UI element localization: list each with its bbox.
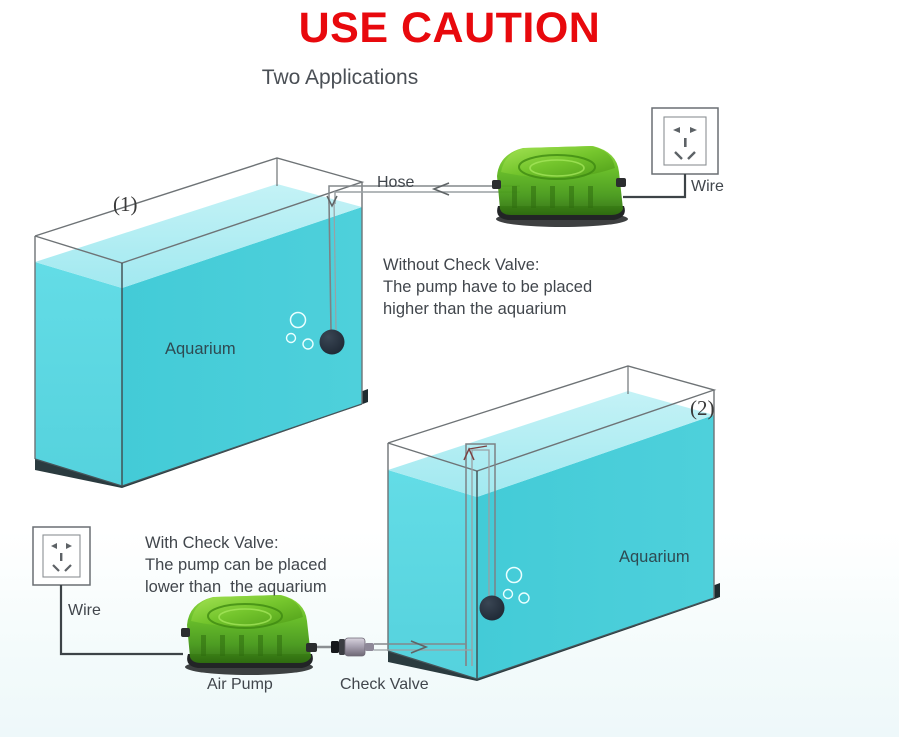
diagram-1-number: (1) [113, 192, 138, 216]
pump-1-dial-inner [529, 159, 585, 177]
check-valve-nozzle [365, 643, 374, 651]
hose-1-down-arrow [326, 195, 338, 208]
outlet-2-slot-diag-left-icon [52, 564, 60, 572]
wall-outlet-1[interactable] [651, 107, 719, 175]
tank-2-flow-arrow-tick [468, 445, 488, 450]
caption-1-line-1: Without Check Valve: [383, 256, 540, 274]
pump-1-outlet-nozzle [616, 178, 626, 187]
caption-2-line-1: With Check Valve: [145, 534, 279, 552]
air-stone-1 [319, 329, 345, 355]
bubble-large-2 [505, 566, 523, 584]
tank-2-hose-outer [465, 443, 496, 666]
check-valve-barrel [344, 637, 366, 657]
outlet-2-slot-diag-right-icon [64, 564, 72, 572]
pump-2-dial [207, 603, 283, 629]
outlet-1-slot-diag-right-icon [687, 151, 696, 160]
check-valve[interactable] [317, 637, 374, 657]
hose-1-label: Hose [377, 174, 415, 191]
hose-1-inner [334, 191, 520, 204]
outlet-1-slot-right-icon [690, 127, 697, 133]
bubble-small-3 [502, 588, 514, 600]
outlet-1-slot-left-icon [673, 127, 680, 133]
check-valve-collar [339, 639, 345, 655]
outlet-2-slot-left-icon [51, 543, 57, 549]
pump-1-hose-nozzle [492, 180, 501, 189]
page-subtitle: Two Applications [261, 66, 419, 89]
check-valve-label: Check Valve [340, 676, 429, 693]
pump-2-dial-inner [218, 608, 272, 626]
air-pump-2[interactable] [181, 595, 317, 675]
tank-1-airline [328, 199, 332, 331]
hose-1-flow-arrow [431, 182, 450, 196]
hose-2-outer [374, 643, 467, 666]
pump-1-dial [518, 154, 596, 180]
bubble-small-1 [285, 332, 297, 344]
tank-2-water-side [477, 415, 714, 679]
air-stone-2 [479, 595, 505, 621]
tank-1-water-side [122, 207, 362, 486]
outlet-1-slot-center-icon [684, 138, 687, 147]
wall-outlet-2[interactable] [32, 526, 91, 586]
bubble-small-4 [518, 592, 530, 604]
page-title: USE CAUTION [298, 4, 601, 52]
hose-1 [326, 182, 520, 208]
pump-1-top-highlight [501, 146, 615, 178]
hose-2-flow-arrow [410, 640, 429, 654]
pump-2-wire-nozzle [181, 628, 190, 637]
pump-2-outlet-nozzle [306, 643, 317, 652]
tank-2-label: Aquarium [619, 548, 690, 566]
outlet-1-slot-diag-left-icon [674, 151, 683, 160]
caption-2-line-3: lower than the aquarium [145, 578, 327, 596]
outlet-2-slot-center-icon [60, 553, 63, 561]
hose-2-inner [374, 649, 473, 666]
aquarium-1 [34, 157, 368, 488]
tank-2-hose-inner [471, 449, 490, 666]
wire-2-label: Wire [68, 602, 101, 619]
tank-1-airline-2 [333, 199, 337, 331]
air-pump-1[interactable] [492, 146, 628, 227]
wire-1-label: Wire [691, 178, 724, 195]
check-valve-tip [331, 641, 339, 653]
wire-1 [623, 174, 687, 199]
diagram-2-number: (2) [690, 396, 715, 420]
pump-2-ribs [201, 635, 282, 656]
outlet-2-slot-right-icon [66, 543, 72, 549]
caption-1-line-2: The pump have to be placed [383, 278, 593, 296]
tank-1-label: Aquarium [165, 340, 236, 358]
caption-1-line-3: higher than the aquarium [383, 300, 567, 318]
pump-1-ribs [512, 186, 593, 208]
aquarium-2 [387, 365, 720, 681]
bubble-large-1 [289, 311, 307, 329]
hose-2 [374, 640, 473, 666]
tank-1-water-front [35, 262, 122, 486]
tank-2-water-front [388, 470, 477, 679]
caption-2-line-2: The pump can be placed [145, 556, 327, 574]
wire-2 [59, 585, 183, 656]
tank-2-bottom [387, 597, 715, 680]
hose-1-outer [328, 185, 520, 204]
bubble-small-2 [302, 338, 314, 350]
pump-2-label: Air Pump [207, 676, 273, 693]
tank-1-bottom [34, 403, 363, 487]
